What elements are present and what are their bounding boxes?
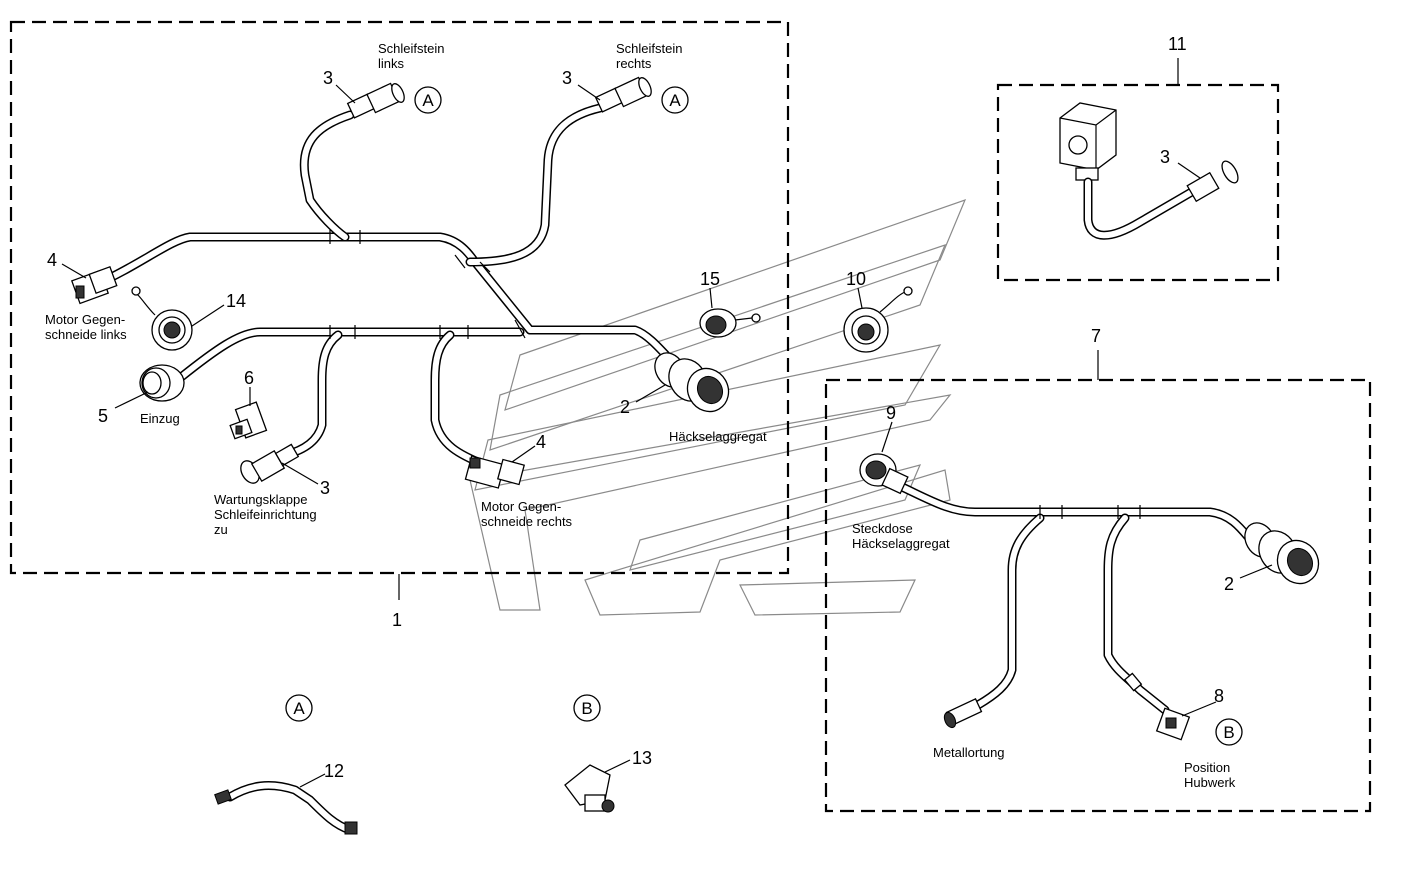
connector-5-einzug bbox=[139, 364, 185, 402]
label-schleifstein-rechts: Schleifstein rechts bbox=[616, 41, 686, 71]
connector-3-right-top bbox=[594, 76, 652, 113]
label-motor-links: Motor Gegen- schneide links bbox=[45, 312, 129, 342]
part-number-7: 7 bbox=[1091, 326, 1101, 346]
sensor-box-11 bbox=[1059, 102, 1239, 240]
part-number-4: 4 bbox=[536, 432, 546, 452]
part-number-11: 11 bbox=[1168, 34, 1187, 54]
part-number-2: 2 bbox=[620, 397, 630, 417]
connector-2-haecksel bbox=[654, 352, 730, 413]
part-number-12: 12 bbox=[324, 761, 344, 781]
detail-marker-a: A bbox=[414, 86, 442, 114]
socket-9 bbox=[859, 453, 909, 495]
label-metallortung: Metallortung bbox=[933, 745, 1005, 760]
detail-marker-a: A bbox=[661, 86, 689, 114]
detail-marker-a: A bbox=[285, 694, 313, 722]
label-schleifstein-links: Schleifstein links bbox=[378, 41, 448, 71]
plug-10 bbox=[843, 286, 913, 353]
part-number-8: 8 bbox=[1214, 686, 1224, 706]
svg-text:A: A bbox=[422, 91, 434, 110]
connector-8 bbox=[1155, 707, 1191, 741]
part-number-3: 3 bbox=[562, 68, 572, 88]
cable-12 bbox=[214, 781, 358, 835]
part-numbers: 3 3 4 14 5 6 3 4 2 15 10 3 9 2 8 12 13 bbox=[47, 68, 1234, 781]
part-number-3: 3 bbox=[1160, 147, 1170, 167]
label-wartungsklappe: Wartungsklappe Schleifeinrichtung zu bbox=[214, 492, 320, 537]
plug-14 bbox=[131, 286, 193, 351]
detail-marker-b: B bbox=[1215, 718, 1243, 746]
part-number-1: 1 bbox=[392, 610, 402, 630]
label-steckdose: Steckdose Häckselaggregat bbox=[852, 521, 950, 551]
svg-text:B: B bbox=[1223, 723, 1234, 742]
main-harness-cables bbox=[90, 103, 685, 470]
cap-15 bbox=[699, 308, 761, 338]
part-number-4: 4 bbox=[47, 250, 57, 270]
part-number-14: 14 bbox=[226, 291, 246, 311]
detail-marker-b: B bbox=[573, 694, 601, 722]
label-position-hubwerk: Position Hubwerk bbox=[1184, 760, 1236, 790]
part-number-3: 3 bbox=[320, 478, 330, 498]
sensor-metallortung bbox=[943, 698, 983, 729]
leader-lines bbox=[61, 84, 1273, 788]
connector-3-wartung bbox=[240, 443, 300, 484]
part-number-9: 9 bbox=[886, 403, 896, 423]
connector-4-left bbox=[70, 266, 118, 305]
part-number-13: 13 bbox=[632, 748, 652, 768]
part-number-5: 5 bbox=[98, 406, 108, 426]
sensor-13 bbox=[564, 764, 615, 813]
assembly-7-frame: 7 bbox=[824, 326, 1372, 813]
connector-6 bbox=[229, 401, 268, 440]
part-number-3: 3 bbox=[323, 68, 333, 88]
connector-2-right bbox=[1244, 522, 1320, 585]
text-labels: Schleifstein links Schleifstein rechts M… bbox=[45, 41, 1236, 790]
svg-text:A: A bbox=[293, 699, 305, 718]
assembly-11-frame: 11 bbox=[996, 34, 1280, 282]
label-einzug: Einzug bbox=[140, 411, 180, 426]
detail-markers: A A A B B bbox=[285, 86, 1243, 746]
part-number-6: 6 bbox=[244, 368, 254, 388]
svg-text:B: B bbox=[581, 699, 592, 718]
connector-3-left-top bbox=[346, 82, 405, 119]
label-motor-rechts: Motor Gegen- schneide rechts bbox=[481, 499, 573, 529]
assembly-1-frame: 1 bbox=[9, 20, 790, 630]
harness-7-cables bbox=[895, 481, 1260, 715]
connector-4-right bbox=[464, 455, 526, 489]
part-number-2: 2 bbox=[1224, 574, 1234, 594]
part-number-15: 15 bbox=[700, 269, 720, 289]
svg-text:A: A bbox=[669, 91, 681, 110]
label-haeckselaggregat: Häckselaggregat bbox=[669, 429, 767, 444]
part-number-10: 10 bbox=[846, 269, 866, 289]
